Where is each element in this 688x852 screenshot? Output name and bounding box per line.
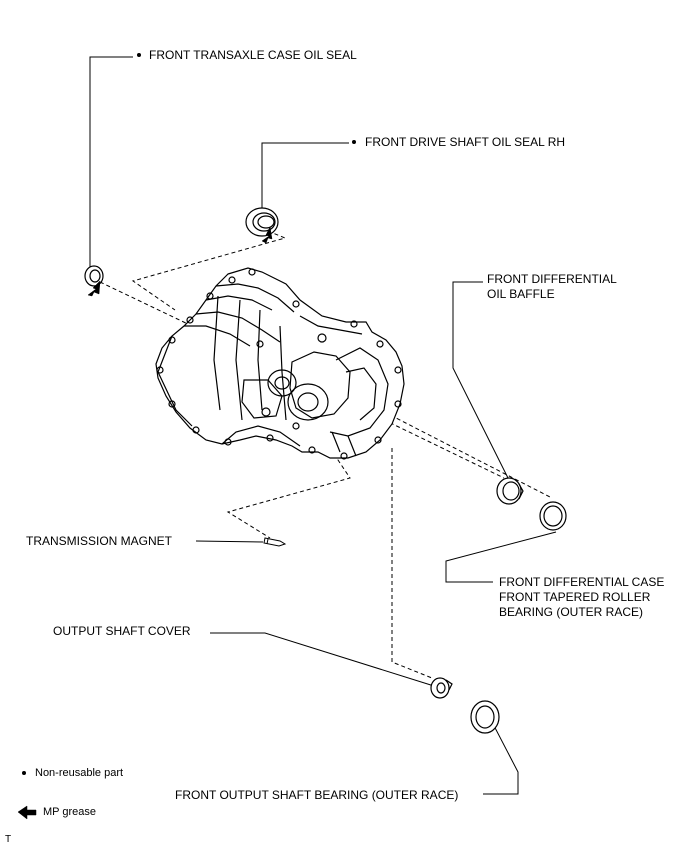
corner-mark: T xyxy=(5,834,12,845)
legend-mp-grease: MP grease xyxy=(43,806,96,818)
front-differential-oil-baffle xyxy=(496,477,524,505)
mp-grease-arrow-icon xyxy=(261,226,273,244)
label-front-transaxle-case-oil-seal: FRONT TRANSAXLE CASE OIL SEAL xyxy=(149,48,357,62)
non-reusable-bullet-icon xyxy=(22,771,26,775)
transaxle-case-housing xyxy=(155,267,405,460)
label-front-output-shaft-bearing: FRONT OUTPUT SHAFT BEARING (OUTER RACE) xyxy=(175,788,459,802)
front-differential-case-bearing-outer-race xyxy=(539,501,567,531)
label-output-shaft-cover: OUTPUT SHAFT COVER xyxy=(53,624,191,638)
non-reusable-bullet-icon xyxy=(352,140,356,144)
label-front-drive-shaft-oil-seal-rh: FRONT DRIVE SHAFT OIL SEAL RH xyxy=(365,135,566,149)
legend-non-reusable-part: Non-reusable part xyxy=(35,767,124,779)
output-shaft-cover xyxy=(430,677,453,699)
transmission-magnet xyxy=(263,537,287,547)
mp-grease-arrow-icon xyxy=(17,805,37,820)
leader-lines xyxy=(89,56,557,795)
label-transmission-magnet: TRANSMISSION MAGNET xyxy=(26,534,173,548)
mp-grease-arrow-icon xyxy=(87,280,101,297)
label-front-differential-case-bearing: FRONT DIFFERENTIAL CASE FRONT TAPERED RO… xyxy=(499,575,665,619)
front-output-shaft-bearing-outer-race xyxy=(470,700,500,734)
non-reusable-bullet-icon xyxy=(137,53,141,57)
label-front-differential-oil-baffle: FRONT DIFFERENTIAL OIL BAFFLE xyxy=(487,272,617,301)
front-drive-shaft-oil-seal-rh xyxy=(245,207,279,237)
front-transaxle-case-oil-seal xyxy=(84,265,104,287)
